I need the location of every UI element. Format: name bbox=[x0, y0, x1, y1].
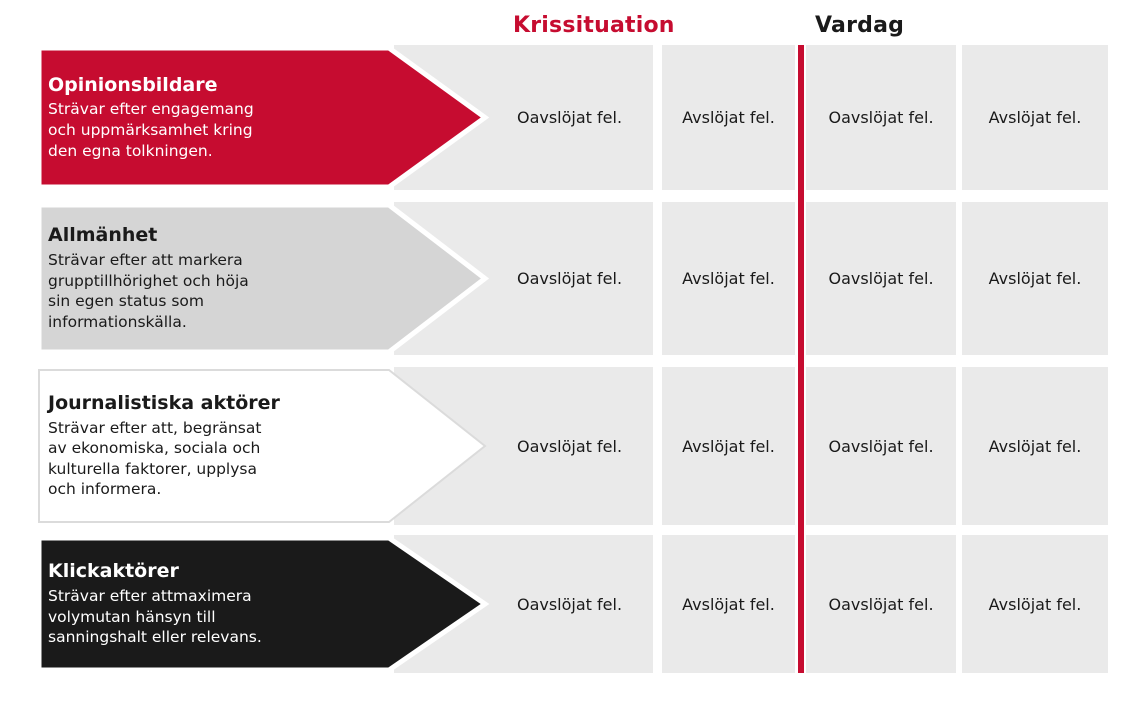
cell-label: Avslöjat fel. bbox=[682, 436, 775, 456]
matrix-cell: Avslöjat fel. bbox=[962, 45, 1108, 190]
cell-label: Avslöjat fel. bbox=[988, 594, 1082, 614]
actor-description: Strävar efter att, begränsat av ekonomis… bbox=[48, 418, 262, 499]
cell-label: Avslöjat fel. bbox=[988, 269, 1082, 288]
matrix-cell: Avslöjat fel. bbox=[662, 202, 795, 355]
matrix-cell: Avslöjat fel. bbox=[662, 45, 795, 190]
cell-label: Oavslöjat fel. bbox=[828, 436, 934, 456]
matrix-cell: Avslöjat fel. bbox=[962, 367, 1108, 525]
actor-description-block: Allmänhet Strävar efter att markera grup… bbox=[48, 202, 378, 355]
matrix-cell: Oavslöjat fel. bbox=[806, 367, 956, 525]
crisis-everyday-divider bbox=[798, 45, 804, 673]
matrix-cell: Avslöjat fel. bbox=[962, 202, 1108, 355]
matrix-cell: Avslöjat fel. bbox=[662, 535, 795, 673]
actor-row-journalistiska-aktorer: Oavslöjat fel. Avslöjat fel. Oavslöjat f… bbox=[0, 367, 1142, 525]
actor-row-allmanhet: Oavslöjat fel. Avslöjat fel. Oavslöjat f… bbox=[0, 202, 1142, 355]
cell-label: Oavslöjat fel. bbox=[828, 108, 934, 127]
arrow-shape-icon bbox=[36, 535, 490, 673]
cell-label: Oavslöjat fel. bbox=[828, 269, 934, 288]
actor-title: Allmänhet bbox=[48, 224, 158, 247]
matrix-cell: Oavslöjat fel. bbox=[806, 535, 956, 673]
matrix-cell: Avslöjat fel. bbox=[962, 535, 1108, 673]
actor-row-klickaktorer: Oavslöjat fel. Avslöjat fel. Oavslöjat f… bbox=[0, 535, 1142, 673]
actor-title: Journalistiska aktörer bbox=[48, 391, 280, 414]
matrix-cell: Avslöjat fel. bbox=[662, 367, 795, 525]
column-header-vardag: Vardag bbox=[815, 13, 905, 38]
cell-label: Avslöjat fel. bbox=[682, 594, 775, 614]
column-header-krissituation: Krissituation bbox=[513, 13, 675, 38]
matrix-cell: Oavslöjat fel. bbox=[806, 45, 956, 190]
actor-description: Strävar efter engagemang och uppmärksamh… bbox=[48, 100, 254, 160]
actor-description: Strävar efter attmaximera volymutan häns… bbox=[48, 586, 262, 647]
arrow-shape-icon bbox=[36, 45, 490, 190]
actor-description-block: Klickaktörer Strävar efter attmaximera v… bbox=[48, 535, 378, 673]
cell-label: Avslöjat fel. bbox=[988, 436, 1082, 456]
actor-description-block: Opinionsbildare Strävar efter engagemang… bbox=[48, 45, 378, 190]
actor-title: Klickaktörer bbox=[48, 560, 179, 583]
arrow-shape-icon bbox=[36, 202, 490, 355]
matrix-cell: Oavslöjat fel. bbox=[394, 535, 653, 673]
cell-label: Oavslöjat fel. bbox=[828, 594, 934, 614]
actor-row-opinionsbildare: Oavslöjat fel. Avslöjat fel. Oavslöjat f… bbox=[0, 45, 1142, 190]
cell-label: Avslöjat fel. bbox=[988, 108, 1082, 127]
cell-label: Oavslöjat fel. bbox=[516, 436, 623, 456]
cell-label: Oavslöjat fel. bbox=[516, 108, 623, 127]
cell-label: Oavslöjat fel. bbox=[516, 269, 623, 288]
cell-label: Oavslöjat fel. bbox=[516, 594, 623, 614]
actor-title: Opinionsbildare bbox=[48, 73, 218, 96]
cell-label: Avslöjat fel. bbox=[682, 108, 775, 127]
arrow-shape-icon bbox=[38, 369, 487, 523]
matrix-cell: Oavslöjat fel. bbox=[806, 202, 956, 355]
cell-label: Avslöjat fel. bbox=[682, 269, 775, 288]
actor-description-block: Journalistiska aktörer Strävar efter att… bbox=[48, 367, 378, 525]
actor-description: Strävar efter att markera grupptillhörig… bbox=[48, 251, 249, 331]
